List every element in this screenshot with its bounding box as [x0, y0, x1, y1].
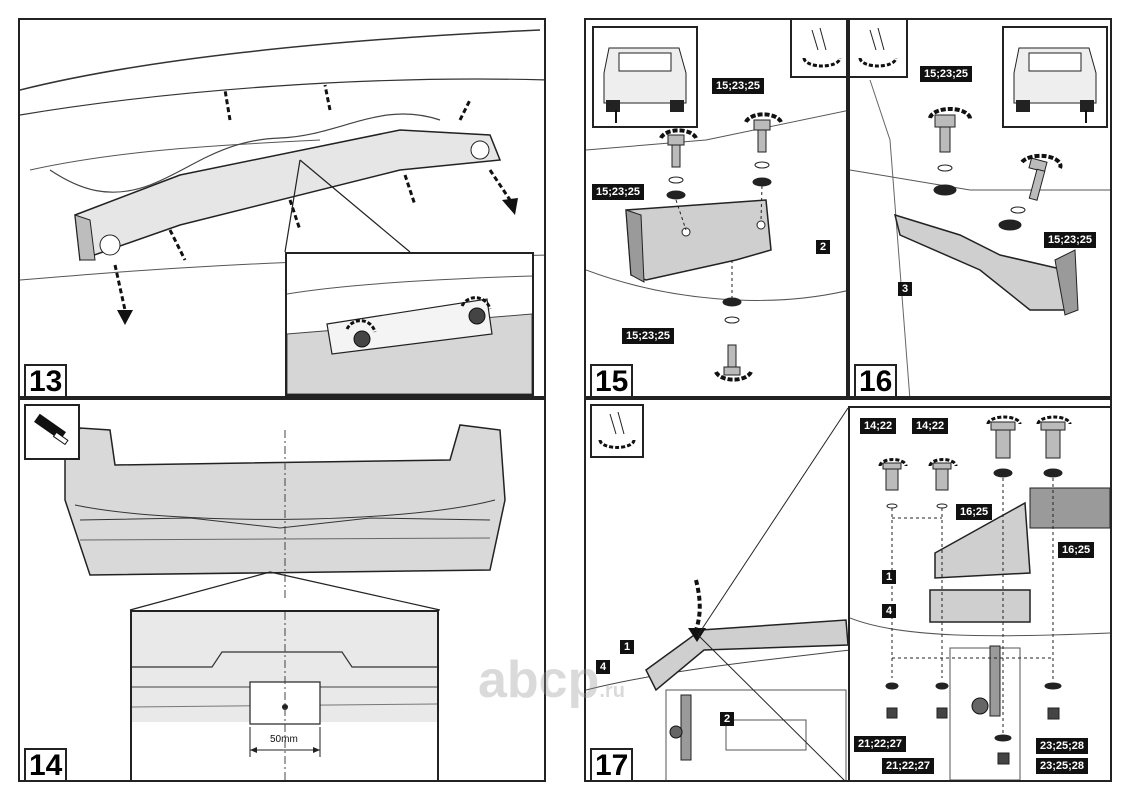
bracket-install-right-illustration	[586, 110, 846, 382]
step-number-15: 15	[590, 364, 634, 396]
callout-torque-left: 15;23;25	[592, 184, 645, 200]
part-number-1-detail: 1	[882, 570, 896, 584]
callout-nut-left-b: 21;22;27	[882, 758, 935, 774]
panel-step-17: 1 4 2	[584, 398, 1112, 782]
car-rear-thumbnail	[1002, 26, 1108, 128]
panel-step-16: 15;23;25 15;23;25 3 16	[848, 18, 1112, 398]
torque-wrench-icon	[590, 404, 644, 458]
callout-bolt-small-left: 14;22	[860, 418, 897, 434]
step-number-14: 14	[24, 748, 68, 780]
rear-bumper-illustration	[64, 424, 506, 611]
part-number-1-main: 1	[620, 640, 634, 654]
cutter-knife-icon	[24, 404, 80, 460]
part-number-2: 2	[816, 240, 830, 254]
dimension-label: 50mm	[270, 734, 298, 745]
watermark-logo: abcp.ru	[478, 650, 625, 710]
inset-exploded-assembly: 14;22 14;22 16;25 16;25 1 4 21;22;27 21;…	[848, 406, 1110, 780]
torque-wrench-icon	[790, 20, 846, 78]
part-number-4-main: 4	[596, 660, 610, 674]
step-number-16: 16	[854, 364, 898, 396]
watermark-suffix: .ru	[599, 680, 625, 702]
towbar-crossbeam-illustration	[20, 29, 544, 325]
bracket-install-left-illustration	[850, 79, 1110, 396]
callout-nut-right-a: 23;25;28	[1036, 738, 1089, 754]
towbar-assembly-illustration	[586, 407, 851, 780]
callout-torque-top: 15;23;25	[920, 66, 973, 82]
callout-torque-bottom: 15;23;25	[622, 328, 675, 344]
callout-torque-top-right: 15;23;25	[712, 78, 765, 94]
panel-step-14: 50mm 14	[18, 398, 546, 782]
inset-detail-bracket	[285, 252, 534, 396]
torque-wrench-icon	[850, 20, 908, 78]
part-number-3: 3	[898, 282, 912, 296]
callout-torque-right: 15;23;25	[1044, 232, 1097, 248]
panel-step-15: 15;23;25 15;23;25 15;23;25 2 15	[584, 18, 848, 398]
step-number-13: 13	[24, 364, 68, 396]
callout-nut-left-a: 21;22;27	[854, 736, 907, 752]
panel-step-13: 13	[18, 18, 546, 398]
callout-nut-right-b: 23;25;28	[1036, 758, 1089, 774]
watermark-brand: abcp	[478, 651, 600, 709]
callout-washer-right: 16;25	[1058, 542, 1095, 558]
part-number-4-detail: 4	[882, 604, 896, 618]
car-rear-thumbnail	[592, 26, 698, 128]
part-number-2-main: 2	[720, 712, 734, 726]
inset-detail-cutout: 50mm	[130, 610, 439, 780]
step-number-17: 17	[590, 748, 634, 780]
callout-washer-left: 16;25	[956, 504, 993, 520]
callout-bolt-small-right: 14;22	[912, 418, 949, 434]
